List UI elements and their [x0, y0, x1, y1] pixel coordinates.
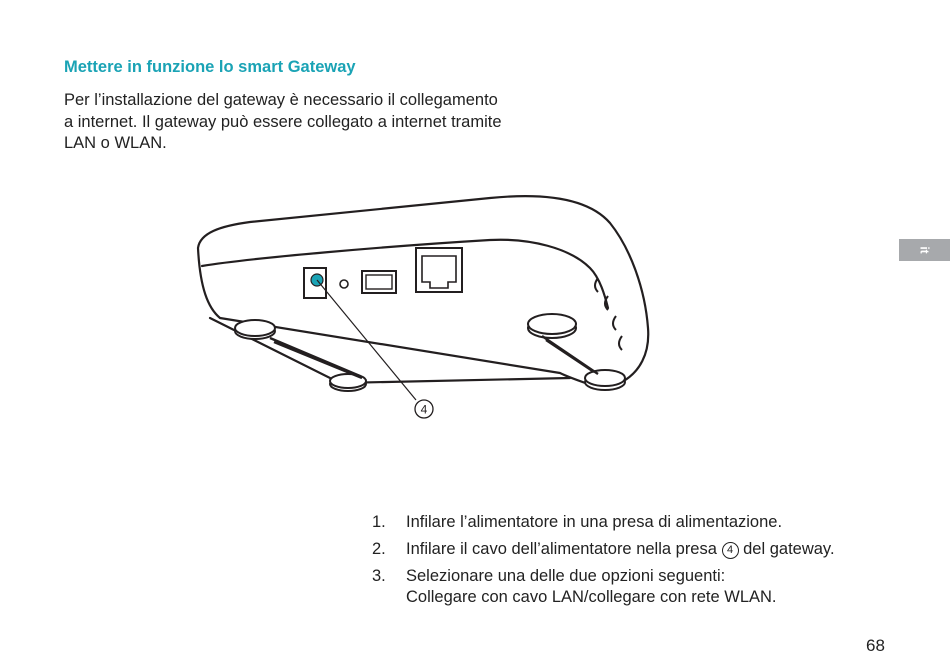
intro-line-3: LAN o WLAN.: [64, 134, 167, 152]
step-text-before: Infilare il cavo dell’alimentatore nella…: [406, 540, 717, 558]
step-number: 3.: [372, 567, 386, 585]
callout-line: [316, 279, 417, 401]
page-number: 68: [866, 636, 885, 655]
gateway-top-shell: [196, 195, 650, 390]
intro-line-2: a internet. Il gateway può essere colleg…: [64, 112, 502, 131]
step-text-line-1: Selezionare una delle due opzioni seguen…: [406, 567, 726, 585]
intro-line-1: Per l’installazione del gateway è necess…: [64, 91, 498, 109]
step-text-after: del gateway.: [743, 540, 835, 558]
vent-slots-right: [541, 335, 599, 375]
language-tab: it: [899, 239, 950, 261]
vent-slots-left: [269, 336, 363, 380]
list-item: 1. Infilare l’alimentatore in una presa …: [372, 512, 892, 533]
step-number: 2.: [372, 540, 386, 558]
language-tab-label: it: [917, 246, 932, 254]
vent-slots-side: [594, 277, 623, 351]
gateway-front-face: [200, 238, 610, 310]
intro-paragraph: Per l’installazione del gateway è necess…: [64, 90, 534, 155]
step-number: 1.: [372, 513, 386, 531]
list-item: 2. Infilare il cavo dell’alimentatore ne…: [372, 539, 892, 560]
usb-port: [361, 270, 397, 294]
reset-button: [339, 279, 349, 289]
instruction-list: 1. Infilare l’alimentatore in una presa …: [372, 512, 892, 614]
lan-port: [415, 247, 463, 293]
callout-circle: [414, 399, 434, 419]
gateway-illustration: 4: [196, 195, 650, 419]
step-text: Infilare l’alimentatore in una presa di …: [406, 513, 783, 531]
socket-reference-badge: 4: [721, 542, 739, 559]
step-text-line-2: Collegare con cavo LAN/collegare con ret…: [406, 588, 777, 606]
callout-label: 4: [421, 403, 428, 417]
section-heading: Mettere in funzione lo smart Gateway: [64, 58, 356, 76]
list-item: 3. Selezionare una delle due opzioni seg…: [372, 566, 892, 608]
